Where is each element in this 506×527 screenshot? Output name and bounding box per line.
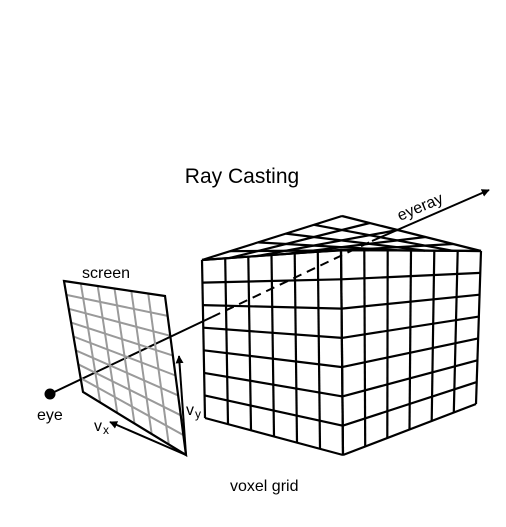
vx-label: v x — [94, 418, 109, 437]
svg-text:v: v — [186, 402, 194, 419]
voxel-right-face-col-line — [339, 249, 345, 456]
voxel-left-face-row-line — [202, 278, 342, 284]
diagram-title: Ray Casting — [185, 165, 299, 188]
voxel-right-face-row-line — [341, 271, 481, 281]
voxel-top-face-row-line — [257, 228, 398, 258]
svg-text:y: y — [195, 407, 201, 421]
screen-row-line — [66, 293, 168, 317]
voxel-right-face-row-line — [341, 293, 480, 310]
voxel-right-face-col-line — [430, 250, 436, 422]
voxel-right-face-row-line — [341, 315, 480, 339]
voxel-left-face-row-line — [203, 371, 343, 398]
voxel-top-face-row-line — [285, 235, 426, 256]
eye-point — [44, 388, 56, 400]
voxel-grid — [200, 214, 483, 457]
voxel-right-face-row-line — [341, 337, 479, 369]
screen-row-line — [77, 363, 182, 417]
voxel-top-face-row-line — [229, 221, 371, 260]
screen-plane — [62, 279, 188, 458]
vy-label: v y — [186, 402, 201, 421]
vy-arrow — [175, 355, 187, 456]
eye-ray-front-segment — [49, 316, 213, 395]
screen-label: screen — [82, 265, 130, 282]
screen-row-line — [80, 377, 184, 436]
voxel-right-face-col-line — [408, 250, 413, 430]
voxel-left-face-row-line — [202, 304, 342, 310]
eye-label: eye — [37, 407, 63, 424]
voxel-left-face-col-line — [200, 259, 207, 419]
eye-ray-exit-segment — [371, 189, 490, 242]
vx-arrow — [109, 421, 187, 456]
eye-ray — [49, 189, 490, 395]
svg-text:v: v — [94, 418, 102, 435]
voxel-left-face-row-line — [203, 349, 343, 369]
voxel-left-face-col-line — [316, 251, 322, 449]
voxel-right-face-col-line — [363, 250, 367, 447]
screen-row-line — [73, 335, 176, 377]
voxel-top-face-col-line — [341, 214, 482, 253]
voxel-right-face-col-line — [452, 250, 459, 413]
voxel-left-face-col-line — [270, 254, 276, 437]
screen-row-line — [68, 307, 171, 337]
voxel-right-face-row-line — [342, 359, 478, 398]
voxel-right-face-col-line — [474, 250, 483, 405]
voxel-right-face-row-line — [342, 402, 477, 457]
screen-row-line — [75, 349, 179, 397]
voxel-grid-label: voxel grid — [230, 478, 298, 495]
voxel-left-face-row-line — [201, 248, 342, 262]
voxel-right-face-row-line — [340, 248, 482, 253]
voxel-left-face-row-line — [203, 326, 342, 339]
voxel-left-face-col-line — [293, 253, 299, 443]
voxel-left-face-row-line — [204, 416, 344, 457]
voxel-left-face-col-line — [224, 258, 230, 425]
svg-text:x: x — [103, 423, 109, 437]
screen-row-line — [70, 321, 174, 357]
voxel-top-face-row-line — [201, 214, 343, 262]
voxel-right-face-row-line — [342, 381, 478, 427]
screen-grid-lines — [66, 283, 184, 445]
voxel-left-face-col-line — [247, 256, 253, 431]
voxel-left-face-row-line — [204, 394, 343, 427]
voxel-top-face-col-line — [313, 223, 454, 252]
